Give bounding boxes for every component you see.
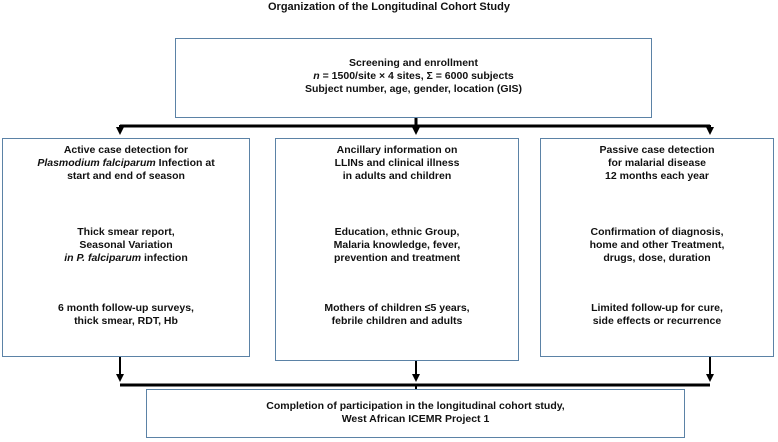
active-bottom-2: thick smear, RDT, Hb	[74, 315, 178, 327]
passive-middle-3: drugs, dose, duration	[603, 252, 711, 264]
active-species: Plasmodium falciparum	[37, 157, 156, 169]
screening-line-2: n = 1500/site × 4 sites, Σ = 6000 subjec…	[176, 70, 651, 83]
screening-line-1: Screening and enrollment	[349, 57, 478, 69]
ancillary-middle-3: prevention and treatment	[333, 252, 461, 264]
active-heading-3: start and end of season	[67, 170, 185, 182]
ancillary-middle-1: Education, ethnic Group,	[334, 226, 460, 238]
completion-line-1: Completion of participation in the longi…	[266, 400, 565, 412]
passive-heading-3: 12 months each year	[605, 170, 709, 182]
ancillary-bottom-2: febrile children and adults	[331, 315, 463, 327]
screening-n: n	[313, 70, 320, 82]
screening-line-3: Subject number, age, gender, location (G…	[304, 83, 523, 95]
passive-heading-2: for malarial disease	[607, 157, 707, 169]
passive-middle-2: home and other Treatment,	[589, 239, 725, 251]
active-case-box: Active case detection for Plasmodium fal…	[2, 138, 250, 357]
ancillary-heading-1: Ancillary information on	[336, 144, 458, 156]
ancillary-middle-2: Malaria knowledge, fever,	[333, 239, 461, 251]
screening-box: Screening and enrollment n = 1500/site ×…	[175, 38, 652, 118]
passive-case-box: Passive case detection for malarial dise…	[540, 138, 774, 357]
screening-line-2-rest: = 1500/site × 4 sites, Σ = 6000 subjects	[319, 70, 514, 82]
ancillary-heading-2: LLINs and clinical illness	[334, 157, 460, 169]
completion-line-2: West African ICEMR Project 1	[341, 413, 490, 425]
active-middle-2: Seasonal Variation	[79, 239, 173, 251]
diagram-title: Organization of the Longitudinal Cohort …	[268, 1, 510, 13]
ancillary-box: Ancillary information on LLINs and clini…	[275, 138, 519, 361]
ancillary-heading-3: in adults and children	[342, 170, 452, 182]
ancillary-bottom-1: Mothers of children ≤5 years,	[324, 302, 470, 314]
active-bottom-1: 6 month follow-up surveys,	[58, 302, 194, 314]
active-middle-3-italic: in P. falciparum	[64, 252, 142, 264]
active-heading-1: Active case detection for	[63, 144, 189, 156]
passive-heading-1: Passive case detection	[599, 144, 715, 156]
passive-middle-1: Confirmation of diagnosis,	[590, 226, 724, 238]
active-middle-3-rest: infection	[141, 252, 188, 264]
active-heading-2: Plasmodium falciparum Infection at	[3, 157, 249, 170]
passive-bottom-2: side effects or recurrence	[592, 315, 722, 327]
completion-box: Completion of participation in the longi…	[146, 389, 685, 438]
active-middle-1: Thick smear report,	[77, 226, 175, 238]
active-middle-3: in P. falciparum infection	[3, 252, 249, 265]
passive-bottom-1: Limited follow-up for cure,	[591, 302, 723, 314]
active-heading-2-rest: Infection at	[155, 157, 215, 169]
